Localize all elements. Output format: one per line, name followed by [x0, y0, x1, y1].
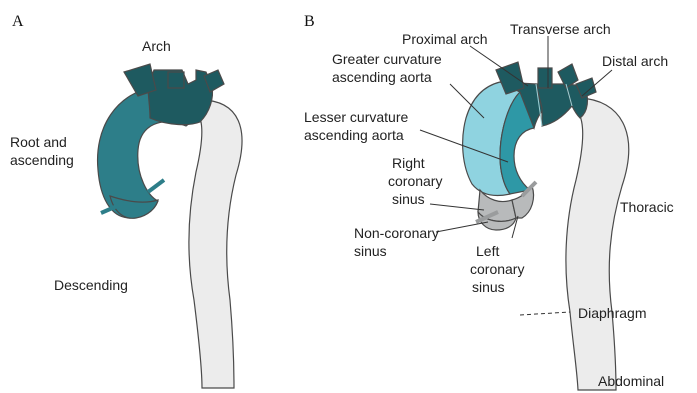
- b-label-distal-arch: Distal arch: [602, 53, 668, 69]
- b-label-right-cor-line1: Right: [392, 155, 425, 171]
- b-label-diaphragm: Diaphragm: [578, 305, 646, 321]
- panel-b: B: [304, 13, 674, 390]
- panel-a-letter: A: [12, 13, 24, 30]
- b-label-greater-line2: ascending aorta: [332, 69, 432, 85]
- leader-noncoronary: [436, 222, 488, 232]
- b-label-lesser-line2: ascending aorta: [304, 127, 404, 143]
- b-label-noncor-line1: Non-coronary: [354, 225, 439, 241]
- b-label-left-cor-line1: Left: [476, 243, 499, 259]
- a-descending-aorta: [189, 100, 242, 388]
- b-label-noncor-line2: sinus: [354, 243, 387, 259]
- b-label-proximal-arch: Proximal arch: [402, 31, 488, 47]
- b-label-right-cor-line3: sinus: [392, 191, 425, 207]
- a-label-arch: Arch: [142, 38, 171, 54]
- b-label-abdominal: Abdominal: [598, 373, 664, 389]
- b-branch-carotid: [538, 68, 552, 88]
- b-label-greater-line1: Greater curvature: [332, 51, 442, 67]
- a-label-root-line2: ascending: [10, 152, 74, 168]
- b-descending-aorta: [566, 98, 629, 390]
- a-label-root-line1: Root and: [10, 134, 67, 150]
- a-label-descending: Descending: [54, 277, 128, 293]
- a-branch-brachiocephalic: [124, 64, 156, 96]
- b-label-thoracic: Thoracic: [620, 199, 674, 215]
- panel-b-letter: B: [304, 13, 315, 30]
- a-branch-carotid: [168, 72, 184, 88]
- b-label-left-cor-line3: sinus: [472, 279, 505, 295]
- b-label-right-cor-line2: coronary: [388, 173, 442, 189]
- panel-a: A Arch Root and ascending Descending: [10, 13, 242, 388]
- a-coronary-left: [148, 180, 164, 192]
- b-label-transverse-arch: Transverse arch: [510, 21, 611, 37]
- b-diaphragm-line: [520, 312, 570, 315]
- b-label-left-cor-line2: coronary: [470, 261, 524, 277]
- leader-right-coronary: [430, 204, 484, 210]
- b-label-lesser-line1: Lesser curvature: [304, 109, 408, 125]
